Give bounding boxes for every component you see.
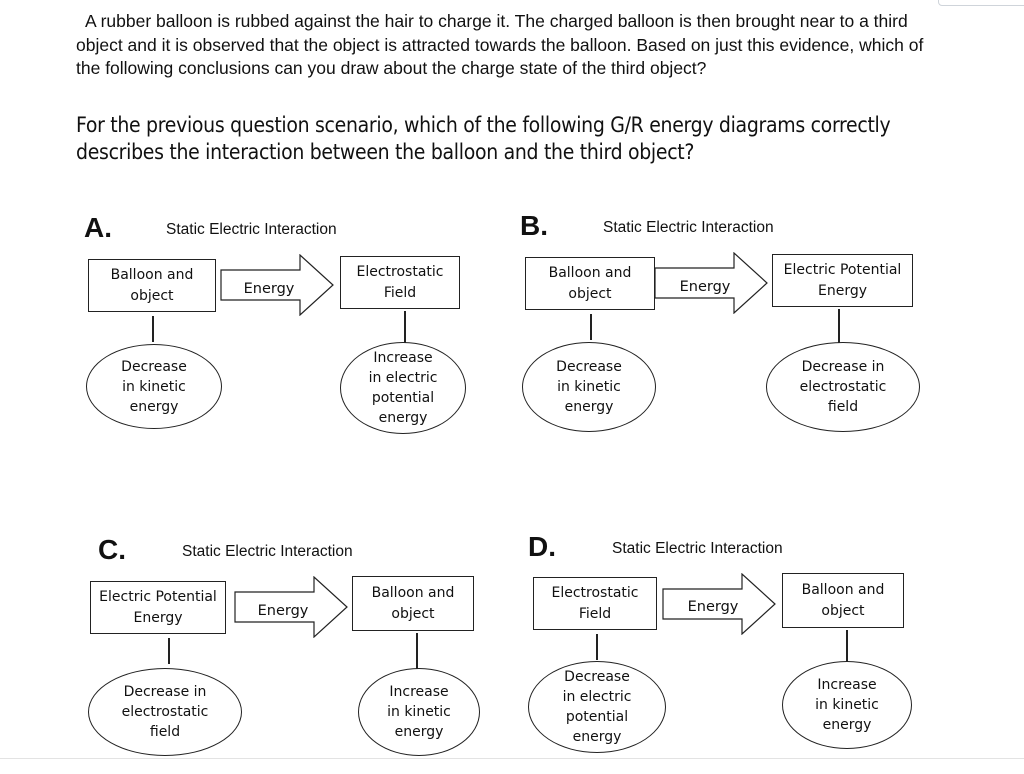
left-box: Balloon and object (88, 259, 216, 312)
ellipse-line: field (827, 399, 859, 415)
connector-line (416, 633, 418, 669)
box-line: Energy (817, 282, 867, 299)
connector-line (846, 630, 848, 666)
ellipse-line: energy (129, 398, 179, 415)
ellipse-line: field (149, 724, 181, 740)
ellipse-line: Increase (817, 677, 877, 693)
left-ellipse: Decrease in kinetic energy (86, 344, 222, 429)
connector-line (838, 309, 840, 345)
arrow-label: Energy (243, 281, 295, 297)
ellipse-line: Increase (389, 684, 449, 700)
connector-line (590, 314, 592, 340)
ellipse-line: electrostatic (121, 704, 209, 720)
ellipse-line: in kinetic (122, 378, 186, 395)
ellipse-line: Decrease in (123, 684, 207, 700)
option-letter: B. (520, 210, 548, 241)
option-a-diagram[interactable]: A. Static Electric Interaction Balloon a… (84, 212, 484, 452)
option-c-diagram[interactable]: C. Static Electric Interaction Electric … (88, 534, 498, 774)
energy-arrow (220, 254, 334, 316)
ellipse-line: in kinetic (557, 379, 621, 395)
energy-arrow (662, 573, 776, 635)
option-letter: D. (528, 531, 556, 562)
ellipse-line: in electric (562, 689, 632, 705)
ellipse-line: potential (371, 390, 435, 406)
ellipse-line: energy (394, 724, 444, 740)
right-ellipse: Increase in kinetic energy (782, 661, 912, 749)
question-1-text: A rubber balloon is rubbed against the h… (76, 11, 924, 78)
connector-line (404, 311, 406, 345)
box-line: Balloon and (371, 584, 455, 601)
ellipse-line: Decrease (564, 669, 630, 685)
diagram-title: Static Electric Interaction (166, 221, 337, 238)
energy-arrow (234, 576, 348, 638)
ellipse-line: energy (378, 410, 428, 426)
diagram-title: Static Electric Interaction (603, 219, 774, 236)
right-ellipse: Increase in kinetic energy (358, 668, 480, 756)
right-box: Balloon and object (352, 576, 474, 631)
connector-line (152, 316, 154, 342)
arrow-label: Energy (679, 279, 731, 295)
box-line: Field (578, 605, 612, 622)
ellipse-line: in electric (368, 370, 438, 386)
connector-line (168, 638, 170, 664)
ellipse-line: Decrease (556, 359, 622, 375)
option-b-diagram[interactable]: B. Static Electric Interaction Balloon a… (520, 210, 920, 450)
left-ellipse: Decrease in electrostatic field (88, 668, 242, 756)
box-line: Energy (133, 609, 183, 626)
ellipse-line: Decrease in (801, 359, 885, 375)
question-2-text: For the previous question scenario, whic… (76, 113, 891, 164)
energy-arrow (654, 252, 768, 314)
right-ellipse: Decrease in electrostatic field (766, 342, 920, 432)
ellipse-line: in kinetic (387, 704, 451, 720)
connector-line (596, 634, 598, 660)
right-ellipse: Increase in electric potential energy (340, 342, 466, 434)
box-line: object (391, 605, 435, 622)
box-line: Electrostatic (356, 263, 444, 280)
ellipse-line: energy (572, 729, 622, 745)
box-line: Electric Potential (99, 588, 217, 605)
option-d-diagram[interactable]: D. Static Electric Interaction Electrost… (528, 531, 928, 771)
diagram-title: Static Electric Interaction (182, 543, 353, 560)
box-line: Balloon and (548, 264, 632, 281)
box-line: Balloon and (110, 266, 194, 283)
option-letter: A. (84, 212, 112, 243)
box-line: Electrostatic (551, 584, 639, 601)
left-box: Balloon and object (525, 257, 655, 310)
left-ellipse: Decrease in electric potential energy (528, 661, 666, 753)
box-line: Balloon and (801, 581, 885, 598)
ellipse-line: in kinetic (815, 697, 879, 713)
right-box: Balloon and object (782, 573, 904, 628)
ellipse-line: Decrease (121, 358, 187, 375)
ellipse-line: energy (564, 399, 614, 415)
box-line: object (821, 602, 865, 619)
option-letter: C. (98, 534, 126, 565)
arrow-label: Energy (257, 603, 309, 619)
box-line: Field (383, 284, 417, 301)
left-ellipse: Decrease in kinetic energy (522, 342, 656, 432)
diagram-title: Static Electric Interaction (612, 540, 783, 557)
arrow-label: Energy (687, 599, 739, 615)
ellipse-line: energy (822, 717, 872, 733)
box-line: Electric Potential (783, 261, 902, 278)
ellipse-line: potential (565, 709, 629, 725)
box-line: object (130, 287, 174, 304)
box-line: object (568, 285, 612, 302)
ellipse-line: Increase (373, 350, 433, 366)
ellipse-line: electrostatic (799, 379, 887, 395)
corner-tab (938, 0, 1024, 6)
